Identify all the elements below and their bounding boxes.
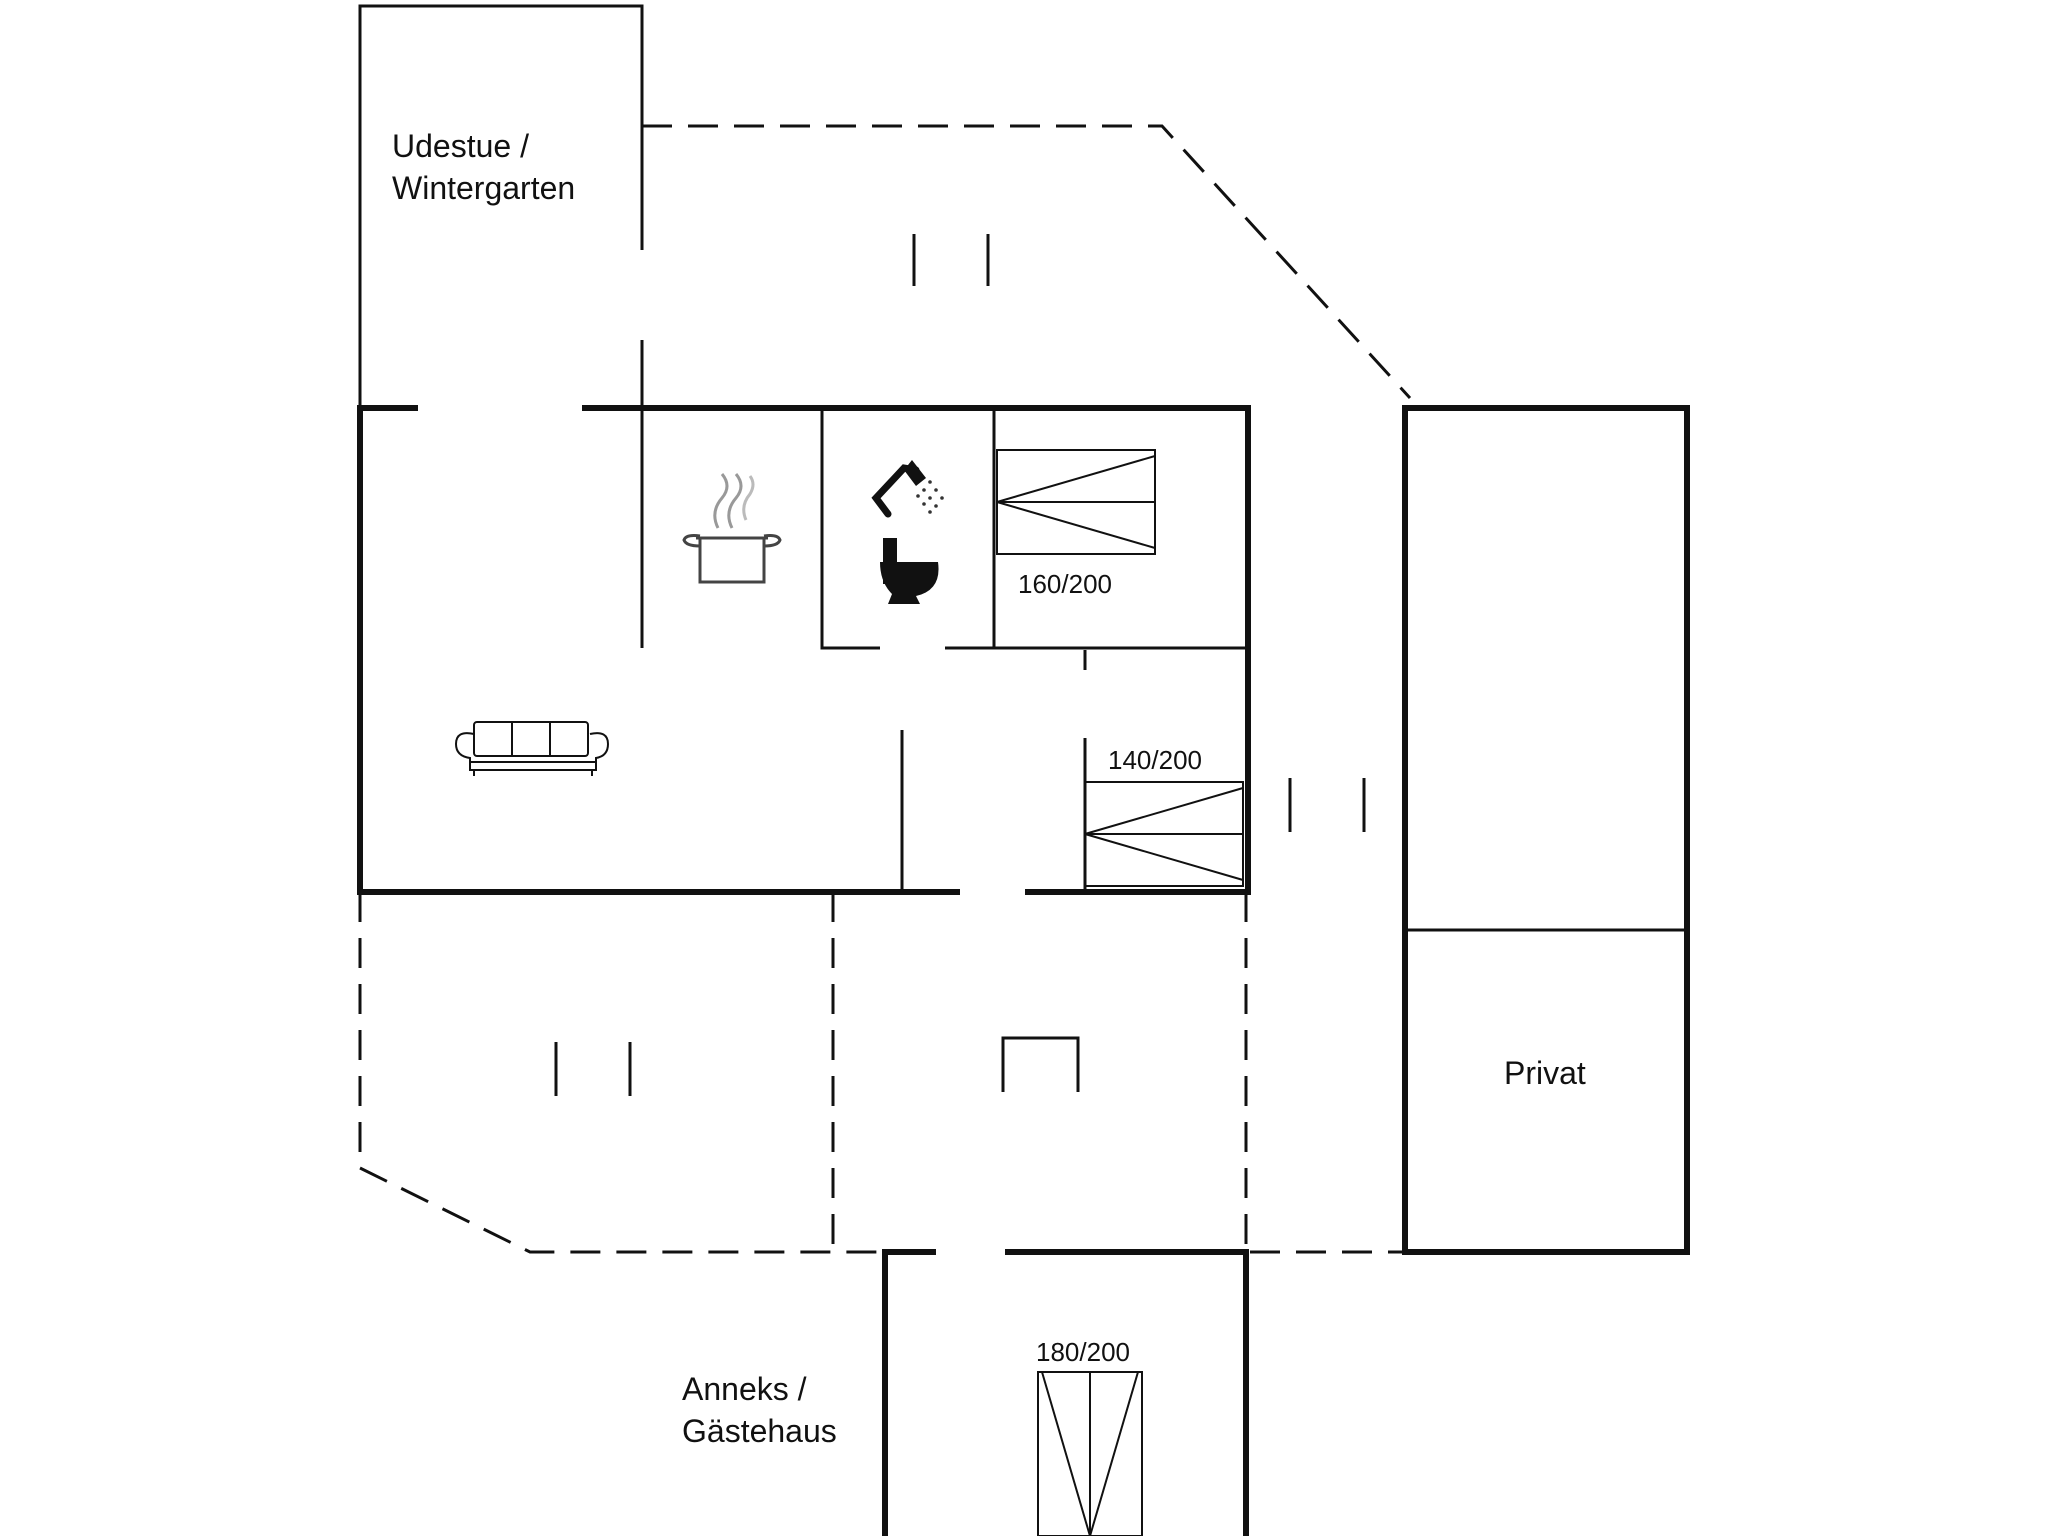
shower-icon [871,460,944,518]
guest-annex-walls [882,1249,1249,1536]
conservatory-label: Udestue / Wintergarten [392,125,575,209]
sofa-icon [454,721,610,776]
bed-size-label: 140/200 [1108,745,1202,775]
cooking-pot-icon [682,473,782,584]
opening-markers [554,234,1366,1096]
conservatory-walls [358,4,644,408]
bed-icon [1084,781,1244,887]
main-house-outer-walls [357,405,1251,895]
annex-label: Anneks / Gästehaus [682,1368,837,1452]
toilet-icon [880,538,939,604]
bed-size-label: 180/200 [1036,1337,1130,1367]
terrace-outline [358,124,1412,1254]
private-building [1402,405,1690,1255]
annex-label-line1: Anneks / [682,1371,807,1407]
bed-size-label: 160/200 [1018,569,1112,599]
bed-icon [1037,1371,1143,1536]
annex-label-line2: Gästehaus [682,1413,837,1449]
conservatory-label-line1: Udestue / [392,128,529,164]
private-label: Privat [1504,1055,1586,1091]
interior-walls [640,408,1248,892]
conservatory-label-line2: Wintergarten [392,170,576,206]
bed-icon [996,449,1156,555]
